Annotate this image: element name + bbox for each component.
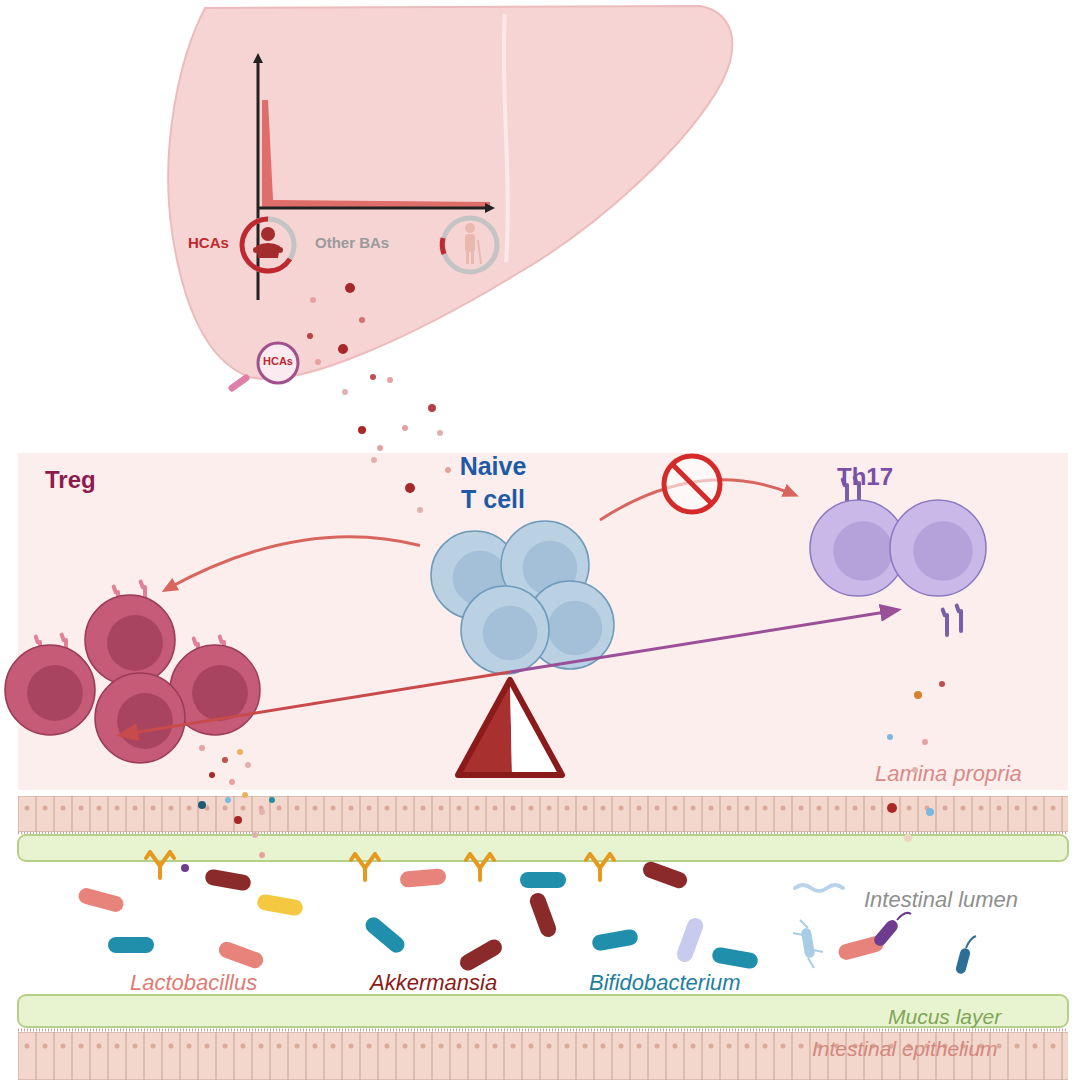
naive-t-cell-cluster: Naive T cell xyxy=(420,520,620,670)
cell-body xyxy=(810,500,906,596)
cell-nucleus xyxy=(192,665,248,721)
cell-nucleus xyxy=(523,541,578,596)
bile-acid-dots xyxy=(307,283,451,513)
text-label: Lactobacillus xyxy=(130,970,310,996)
receptor xyxy=(116,590,120,614)
cell-body xyxy=(526,581,614,669)
receptor-arm xyxy=(217,634,224,645)
receptor-arm xyxy=(33,634,40,645)
text-label: Other BAs xyxy=(315,234,415,252)
receptor-arm xyxy=(138,579,145,590)
cell-illustration xyxy=(795,495,990,610)
metabolite-dots xyxy=(181,681,945,872)
cell-body xyxy=(170,645,260,735)
cell-nucleus xyxy=(483,606,538,661)
cell-nucleus xyxy=(117,693,173,749)
cell-nucleus xyxy=(548,601,603,656)
cell-body xyxy=(5,645,95,735)
receptor xyxy=(143,585,147,609)
differentiation-arrow xyxy=(165,537,420,590)
prohibition-sign xyxy=(664,456,720,512)
seesaw-fulcrum xyxy=(458,680,562,775)
cell-nucleus xyxy=(913,521,973,581)
cell-nucleus xyxy=(27,665,83,721)
microvilli xyxy=(18,1029,1068,1032)
receptor-arm xyxy=(940,607,947,618)
receptor-arm xyxy=(852,475,859,486)
elderly-icon xyxy=(442,218,497,272)
text-label: Intestinal lumen xyxy=(864,887,1074,913)
receptor xyxy=(959,609,963,633)
text-label: Akkermansia xyxy=(370,970,540,996)
cell-nucleus xyxy=(453,551,508,606)
node-label: Treg xyxy=(45,466,135,495)
text-label: Mucus layer xyxy=(888,1004,1068,1029)
receptor xyxy=(38,640,42,664)
th17-cell-cluster: Th17 xyxy=(795,495,990,610)
magnifier-outline xyxy=(256,341,300,385)
magnifier-circle: HCAs xyxy=(256,341,300,385)
epithelium-bottom xyxy=(18,1032,1068,1080)
receptor xyxy=(857,481,861,505)
epithelium-top xyxy=(18,796,1068,832)
text-label: Intestinal epithelium xyxy=(812,1036,1072,1061)
cell-body xyxy=(501,521,589,609)
cell-nucleus xyxy=(107,615,163,671)
node-label: Th17 xyxy=(837,463,927,492)
mucus-layer xyxy=(18,995,1068,1027)
cell-illustration xyxy=(8,590,270,750)
receptor xyxy=(196,642,200,666)
node-label: Lamina propria xyxy=(875,761,1065,787)
text-label: Bifidobacterium xyxy=(589,970,799,996)
cell-body xyxy=(890,500,986,596)
cell-body xyxy=(95,673,185,763)
magnifier-handle xyxy=(232,378,246,388)
bile-acid-graph xyxy=(258,58,490,300)
cell-nucleus xyxy=(833,521,893,581)
cell-body xyxy=(431,531,519,619)
receptor xyxy=(945,613,949,637)
text-label: HCAs xyxy=(188,234,248,252)
treg-cell-cluster: Treg xyxy=(8,590,270,750)
receptor-arm xyxy=(59,632,66,643)
receptor xyxy=(222,640,226,664)
cell-illustration xyxy=(420,520,620,670)
cell-body xyxy=(461,586,549,674)
receptor-arm xyxy=(111,584,118,595)
cell-body xyxy=(85,595,175,685)
receptor-arm xyxy=(840,477,847,488)
bacteria xyxy=(77,860,976,975)
receptor xyxy=(64,638,68,662)
infant-icon xyxy=(242,219,294,271)
node-label: HCAs xyxy=(256,355,300,368)
node-label: Naive T cell xyxy=(452,450,534,515)
treg-balance-arrow xyxy=(120,672,510,735)
liver xyxy=(168,6,732,379)
receptor-arm xyxy=(954,603,961,614)
magnifier-lens xyxy=(258,343,298,383)
th17-balance-arrow xyxy=(510,610,898,672)
receptor-arm xyxy=(191,636,198,647)
receptor xyxy=(845,483,849,507)
